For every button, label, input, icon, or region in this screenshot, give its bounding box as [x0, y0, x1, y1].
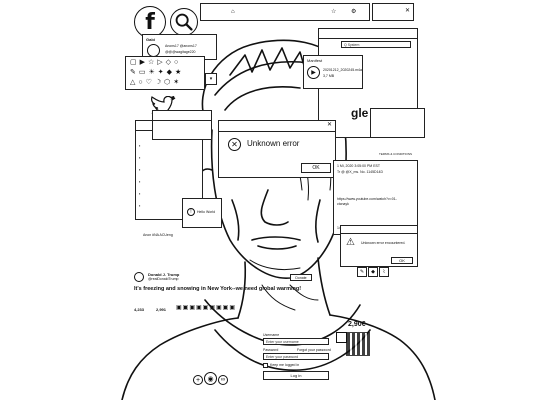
- tweet-handle: @realDonaldTrump: [148, 277, 179, 281]
- price-tag: 2,90€: [348, 321, 366, 328]
- tabs-titlebar: [153, 111, 211, 121]
- list-bullet-6[interactable]: ▪: [139, 203, 141, 208]
- password-label: Password: [263, 348, 279, 352]
- tabs-window: [152, 110, 212, 140]
- profile-name: Gabi: [146, 37, 155, 42]
- username-input[interactable]: Enter your username: [263, 338, 329, 345]
- chat-link[interactable]: https://www.youtube.com/watch?v=01-ctcna…: [337, 197, 397, 207]
- qr-badge: [336, 332, 347, 343]
- search-icon[interactable]: [170, 8, 198, 36]
- browser-address[interactable]: Q System: [341, 41, 411, 48]
- profile-line-2: @@@wagitage220: [165, 50, 196, 54]
- facebook-icon[interactable]: f: [134, 6, 166, 38]
- link-circle-icon[interactable]: ∞: [218, 375, 228, 385]
- media-filename: 20201212_2020245.m4a: [323, 68, 362, 72]
- shape-palette: ▢▶☆▷◇○ ✎▭☀✦◆★ △○♡☽⬡✶: [125, 56, 205, 90]
- paint-bucket-icon[interactable]: ◆: [368, 267, 378, 277]
- qr-code: [346, 332, 370, 356]
- tweet-avatar: [134, 272, 144, 282]
- pencil-icon[interactable]: ✎: [357, 267, 367, 277]
- chat-header: 1 Mi, 2020 3:05:00 PM EST: [337, 164, 380, 168]
- chat-subheader: Tr @ @X_ms. No. 1145D14D: [337, 170, 384, 174]
- chat-link-text[interactable]: https://www.youtube.com/watch?v=01-ctcna…: [337, 197, 397, 206]
- error-ok-button[interactable]: OK: [301, 163, 331, 173]
- small-error-message: Unknown error encountered.: [361, 241, 406, 245]
- password-input[interactable]: Enter your password: [263, 353, 329, 360]
- tweet-text: It's freezing and snowing in New York--w…: [134, 286, 302, 292]
- small-ok-button[interactable]: OK: [391, 257, 413, 264]
- star-icon[interactable]: ☆: [331, 9, 337, 15]
- info-icon: !: [187, 208, 195, 216]
- browser-logo: gle: [351, 106, 369, 120]
- chat-window: 1 Mi, 2020 3:05:00 PM EST Tr @ @X_ms. No…: [333, 160, 418, 235]
- top-right-bar: ✕: [372, 3, 414, 21]
- hello-dialog: ! Hello World: [182, 198, 222, 228]
- hello-message: Hello World: [197, 210, 216, 214]
- close-icon[interactable]: ✕: [405, 8, 411, 14]
- home-icon[interactable]: ⌂: [231, 9, 235, 15]
- dialog-close-icon[interactable]: ✕: [326, 122, 332, 128]
- error-dialog-title: Unknown error: [247, 139, 300, 148]
- error-dialog-titlebar: ✕: [219, 121, 335, 132]
- error-dialog: ✕ ✕ Unknown error OK: [218, 120, 336, 178]
- palette-row-1[interactable]: ▢▶☆▷◇○: [130, 59, 182, 66]
- list-bullet-4[interactable]: ▪: [139, 179, 141, 184]
- tweet-likes: 2,991: [156, 307, 167, 312]
- palette-row-3[interactable]: △○♡☽⬡✶: [130, 79, 183, 86]
- forgot-password-link[interactable]: Forgot your password: [297, 348, 331, 352]
- tweet-retweets: 4,233: [134, 307, 145, 312]
- palette-side-button[interactable]: ▾: [205, 73, 217, 85]
- play-icon[interactable]: ▶: [307, 66, 320, 79]
- warning-icon: ⚠: [346, 237, 355, 248]
- tweet-follow-button[interactable]: Donate: [290, 274, 312, 281]
- list-bullet-1[interactable]: ▪: [139, 143, 141, 148]
- media-popup: Manifest ▶ 20201212_2020245.m4a 3,7 MB: [303, 55, 363, 89]
- top-browser-bar: ⌂ ☆ ⚙: [200, 3, 370, 21]
- profile-line-1: Anons17 @anons17: [165, 44, 197, 48]
- palette-row-2[interactable]: ✎▭☀✦◆★: [130, 69, 185, 76]
- list-bullet-2[interactable]: ▪: [139, 155, 141, 160]
- settings-icon[interactable]: ⚙: [351, 9, 357, 15]
- media-title: Manifest: [307, 58, 323, 63]
- password-placeholder: Enter your password: [266, 355, 299, 359]
- camera-circle-icon[interactable]: ◉: [204, 372, 217, 385]
- error-dialog-small: ⚠ Unknown error encountered. OK: [340, 225, 418, 267]
- tweet-avatar-strip: ▣▣▣▣▣▣▣▣▣: [176, 305, 237, 311]
- login-button[interactable]: Log in: [263, 371, 329, 380]
- error-icon: ✕: [228, 138, 241, 151]
- list-bullet-3[interactable]: ▪: [139, 167, 141, 172]
- login-form: Username Enter your username Password Fo…: [263, 333, 331, 383]
- browser-lower-pane: [370, 108, 425, 138]
- brush-icon[interactable]: ⌇: [379, 267, 389, 277]
- browser-bottom-text[interactable]: TERMS & CONDITIONS: [379, 152, 413, 156]
- remember-checkbox[interactable]: [263, 363, 268, 368]
- list-bullet-5[interactable]: ▪: [139, 191, 141, 196]
- small-dialog-titlebar: [341, 226, 417, 234]
- browser-titlebar: [319, 29, 417, 39]
- username-label: Username: [263, 333, 280, 337]
- tweet-card: Donald J. Trump @realDonaldTrump Donate …: [134, 272, 314, 322]
- media-size: 3,7 MB: [323, 74, 335, 78]
- username-placeholder: Enter your username: [266, 340, 299, 344]
- remember-label: Keep me logged in: [270, 363, 300, 367]
- tweet-name: Donald J. Trump: [148, 272, 180, 277]
- left-caption: Anon #NA ACUeng: [143, 233, 173, 237]
- add-circle-icon[interactable]: +: [193, 375, 203, 385]
